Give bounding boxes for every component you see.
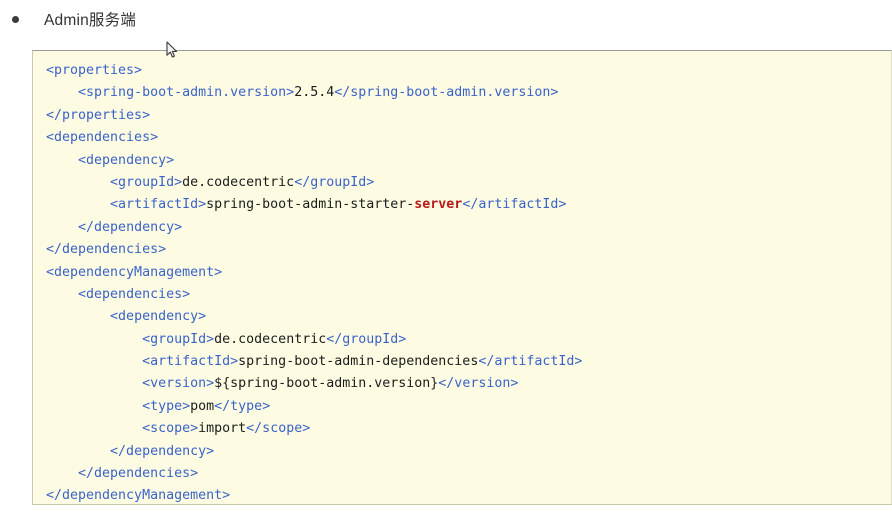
code-indent — [46, 399, 142, 414]
code-token-text: de.codecentric — [182, 174, 295, 190]
code-line: <dependencies> — [46, 284, 891, 306]
code-indent — [46, 421, 142, 436]
code-token-tag: <dependency> — [78, 152, 175, 168]
code-token-tag: </groupId> — [294, 174, 375, 190]
code-token-text: ${spring-boot-admin.version} — [214, 376, 439, 392]
code-token-tag: </dependency> — [78, 219, 183, 235]
code-indent — [46, 309, 110, 324]
code-token-tag: </artifactId> — [462, 197, 567, 213]
code-line: <dependency> — [46, 306, 891, 328]
code-lines-container: <properties> <spring-boot-admin.version>… — [33, 51, 891, 504]
code-token-tag: <version> — [142, 376, 215, 392]
code-token-tag: <dependency> — [110, 309, 207, 325]
code-token-tag: </properties> — [46, 107, 151, 123]
code-token-tag: <properties> — [46, 63, 143, 78]
code-token-tag: </version> — [438, 376, 519, 392]
code-line: <artifactId>spring-boot-admin-dependenci… — [46, 351, 891, 373]
code-indent — [46, 287, 78, 302]
code-token-text: import — [198, 421, 247, 437]
code-token-tag: <groupId> — [142, 331, 215, 347]
code-token-hl: server — [414, 197, 463, 213]
bullet-heading: Admin服务端 — [0, 6, 136, 32]
code-token-text: pom — [190, 398, 215, 414]
code-indent — [46, 466, 78, 481]
code-token-tag: <dependencies> — [46, 130, 159, 146]
code-token-tag: <groupId> — [110, 174, 183, 190]
code-token-tag: </type> — [214, 398, 271, 414]
code-indent — [46, 153, 78, 168]
code-line: <properties> — [46, 60, 891, 82]
code-line: </properties> — [46, 105, 891, 127]
code-token-tag: <dependencies> — [78, 286, 191, 302]
code-indent — [46, 220, 78, 235]
code-line: </dependencyManagement> — [46, 485, 891, 504]
code-token-text: spring-boot-admin-starter- — [206, 197, 415, 213]
code-line: </dependency> — [46, 441, 891, 463]
code-line: <groupId>de.codecentric</groupId> — [46, 172, 891, 194]
code-line: </dependencies> — [46, 463, 891, 485]
code-line: <dependencyManagement> — [46, 262, 891, 284]
code-token-tag: <spring-boot-admin.version> — [78, 85, 295, 101]
code-block: <properties> <spring-boot-admin.version>… — [32, 50, 892, 505]
code-indent — [46, 376, 142, 391]
code-token-tag: <scope> — [142, 421, 199, 437]
code-line: <dependency> — [46, 150, 891, 172]
code-token-tag: <dependencyManagement> — [46, 264, 223, 280]
code-indent — [46, 197, 110, 212]
code-token-text: de.codecentric — [214, 331, 327, 347]
code-token-tag: </spring-boot-admin.version> — [334, 85, 559, 101]
code-token-text: 2.5.4 — [294, 85, 335, 101]
code-line: <dependencies> — [46, 127, 891, 149]
code-indent — [46, 444, 110, 459]
code-token-tag: </groupId> — [326, 331, 407, 347]
code-token-tag: </dependencies> — [46, 242, 167, 258]
code-token-tag: </scope> — [246, 421, 311, 437]
code-token-tag: </dependencies> — [78, 466, 199, 482]
code-token-text: spring-boot-admin-dependencies — [238, 354, 479, 370]
code-token-tag: <artifactId> — [142, 354, 239, 370]
code-line: <spring-boot-admin.version>2.5.4</spring… — [46, 82, 891, 104]
code-token-tag: <artifactId> — [110, 197, 207, 213]
code-indent — [46, 85, 78, 100]
code-line: </dependencies> — [46, 239, 891, 261]
code-line: <type>pom</type> — [46, 396, 891, 418]
code-token-tag: </dependency> — [110, 443, 215, 459]
page-title: Admin服务端 — [44, 12, 137, 29]
code-line: <version>${spring-boot-admin.version}</v… — [46, 373, 891, 395]
code-indent — [46, 332, 142, 347]
code-line: <groupId>de.codecentric</groupId> — [46, 329, 891, 351]
code-line: <scope>import</scope> — [46, 418, 891, 440]
code-indent — [46, 175, 110, 190]
code-line: <artifactId>spring-boot-admin-starter-se… — [46, 194, 891, 216]
code-token-tag: <type> — [142, 398, 191, 414]
bullet-icon — [12, 15, 19, 23]
code-token-tag: </dependencyManagement> — [46, 488, 231, 504]
code-line: </dependency> — [46, 217, 891, 239]
code-token-tag: </artifactId> — [478, 354, 583, 370]
code-indent — [46, 354, 142, 369]
